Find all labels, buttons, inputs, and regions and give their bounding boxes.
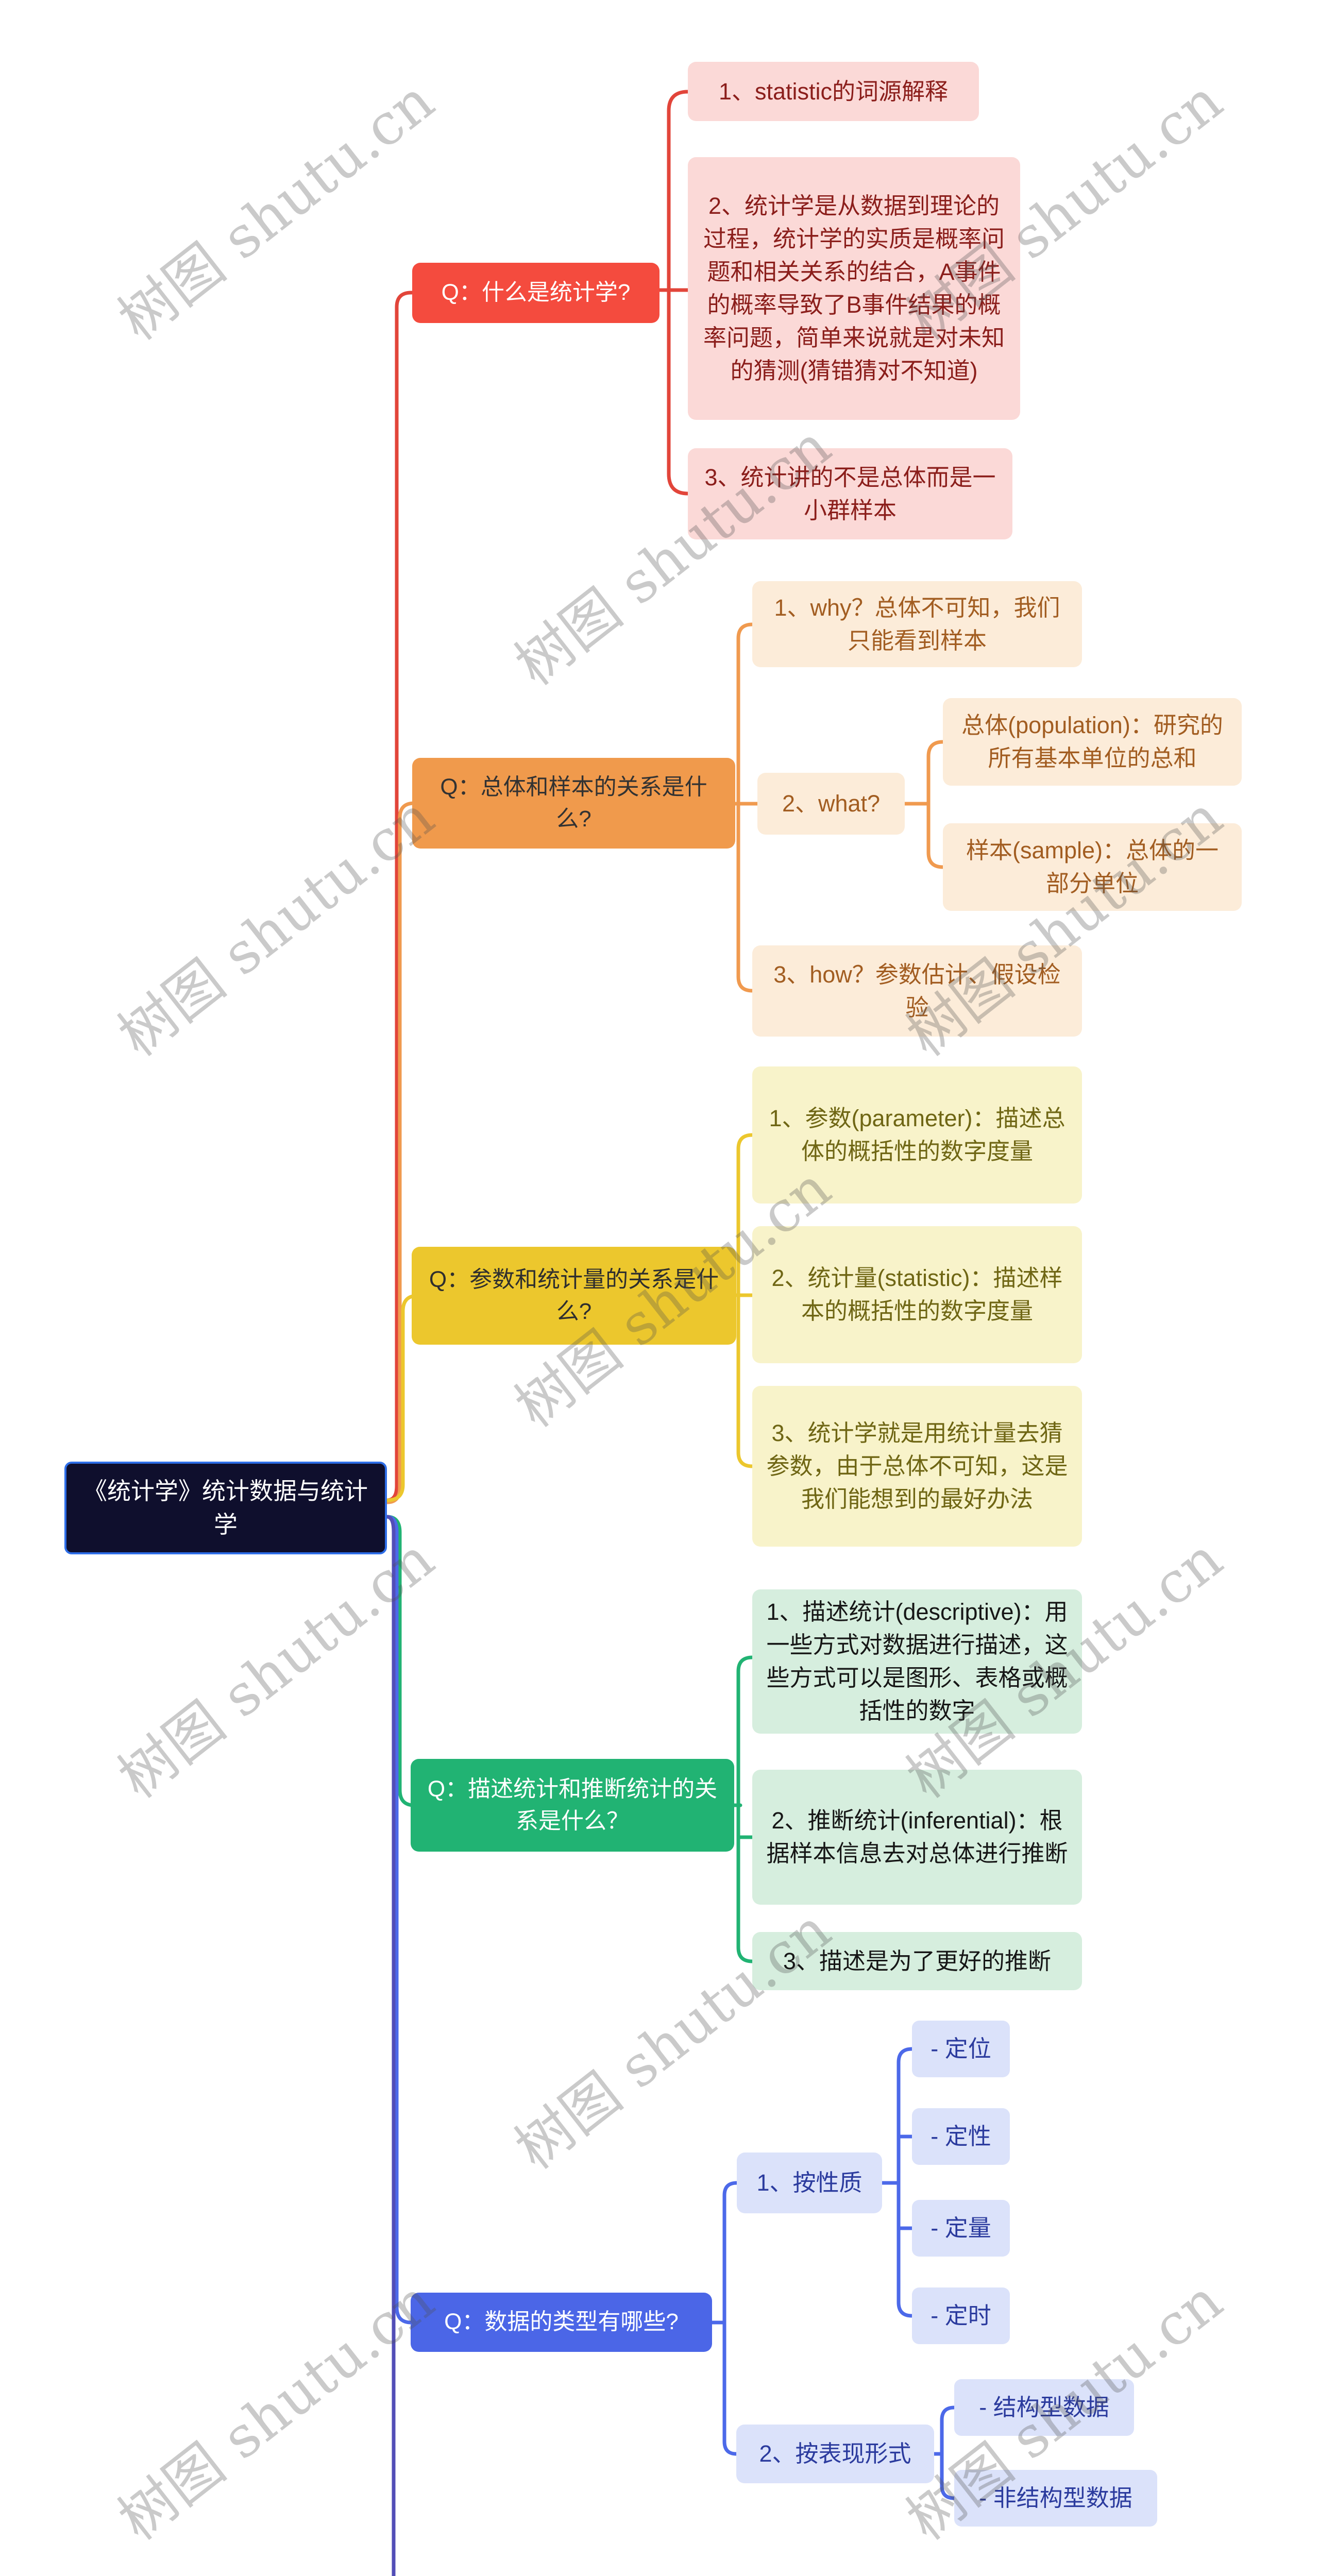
connector: [736, 1133, 754, 1468]
connector: [385, 1515, 416, 1807]
category-node-by-form[interactable]: 2、按表现形式: [736, 2425, 934, 2483]
answer-node[interactable]: 1、why？总体不可知，我们只能看到样本: [752, 581, 1082, 667]
connector: [385, 1294, 419, 1502]
answer-node[interactable]: 3、统计学就是用统计量去猜参数，由于总体不可知，这是我们能想到的最好办法: [752, 1386, 1082, 1547]
question-node-data-types[interactable]: Q：数据的类型有哪些?: [411, 2293, 712, 2352]
category-node-by-nature[interactable]: 1、按性质: [737, 2153, 882, 2213]
question-node-population-vs-sample[interactable]: Q：总体和样本的关系是什么?: [412, 758, 735, 849]
leaf-node[interactable]: - 定性: [912, 2108, 1010, 2165]
answer-node[interactable]: 3、描述是为了更好的推断: [752, 1932, 1082, 1990]
connector: [385, 1515, 396, 2576]
connector: [897, 2047, 914, 2318]
definition-node-population[interactable]: 总体(population)：研究的所有基本单位的总和: [943, 698, 1242, 786]
question-node-parameter-vs-statistic[interactable]: Q：参数和统计量的关系是什么?: [412, 1247, 736, 1345]
connector: [736, 1655, 754, 1963]
connector: [667, 90, 690, 496]
answer-node-what[interactable]: 2、what?: [757, 773, 905, 835]
answer-node[interactable]: 1、描述统计(descriptive)：用一些方式对数据进行描述，这些方式可以是…: [752, 1589, 1082, 1734]
answer-node[interactable]: 1、参数(parameter)：描述总体的概括性的数字度量: [752, 1066, 1082, 1204]
question-node-what-is-statistics[interactable]: Q：什么是统计学?: [412, 263, 660, 323]
question-node-descriptive-vs-inferential[interactable]: Q：描述统计和推断统计的关系是什么？: [411, 1759, 734, 1852]
root-node[interactable]: 《统计学》统计数据与统计学: [64, 1462, 387, 1554]
answer-node[interactable]: 1、statistic的词源解释: [688, 62, 979, 121]
leaf-node[interactable]: - 定时: [912, 2287, 1010, 2344]
answer-node[interactable]: 2、推断统计(inferential)：根据样本信息去对总体进行推断: [752, 1770, 1082, 1905]
answer-node[interactable]: 2、统计学是从数据到理论的过程，统计学的实质是概率问题和相关关系的结合，A事件的…: [688, 157, 1020, 420]
answer-node[interactable]: 3、how？参数估计、假设检验: [752, 945, 1082, 1037]
answer-node[interactable]: 2、统计量(statistic)：描述样本的概括性的数字度量: [752, 1226, 1082, 1363]
leaf-node[interactable]: - 非结构型数据: [954, 2470, 1157, 2527]
connector: [736, 622, 754, 993]
connector: [940, 2405, 956, 2500]
connector: [926, 740, 945, 869]
leaf-node[interactable]: - 定位: [912, 2021, 1010, 2077]
answer-node[interactable]: 3、统计讲的不是总体而是一小群样本: [688, 448, 1012, 539]
leaf-node[interactable]: - 结构型数据: [954, 2379, 1134, 2436]
connector: [722, 2181, 739, 2456]
leaf-node[interactable]: - 定量: [912, 2200, 1010, 2257]
definition-node-sample[interactable]: 样本(sample)：总体的一部分单位: [943, 823, 1242, 911]
